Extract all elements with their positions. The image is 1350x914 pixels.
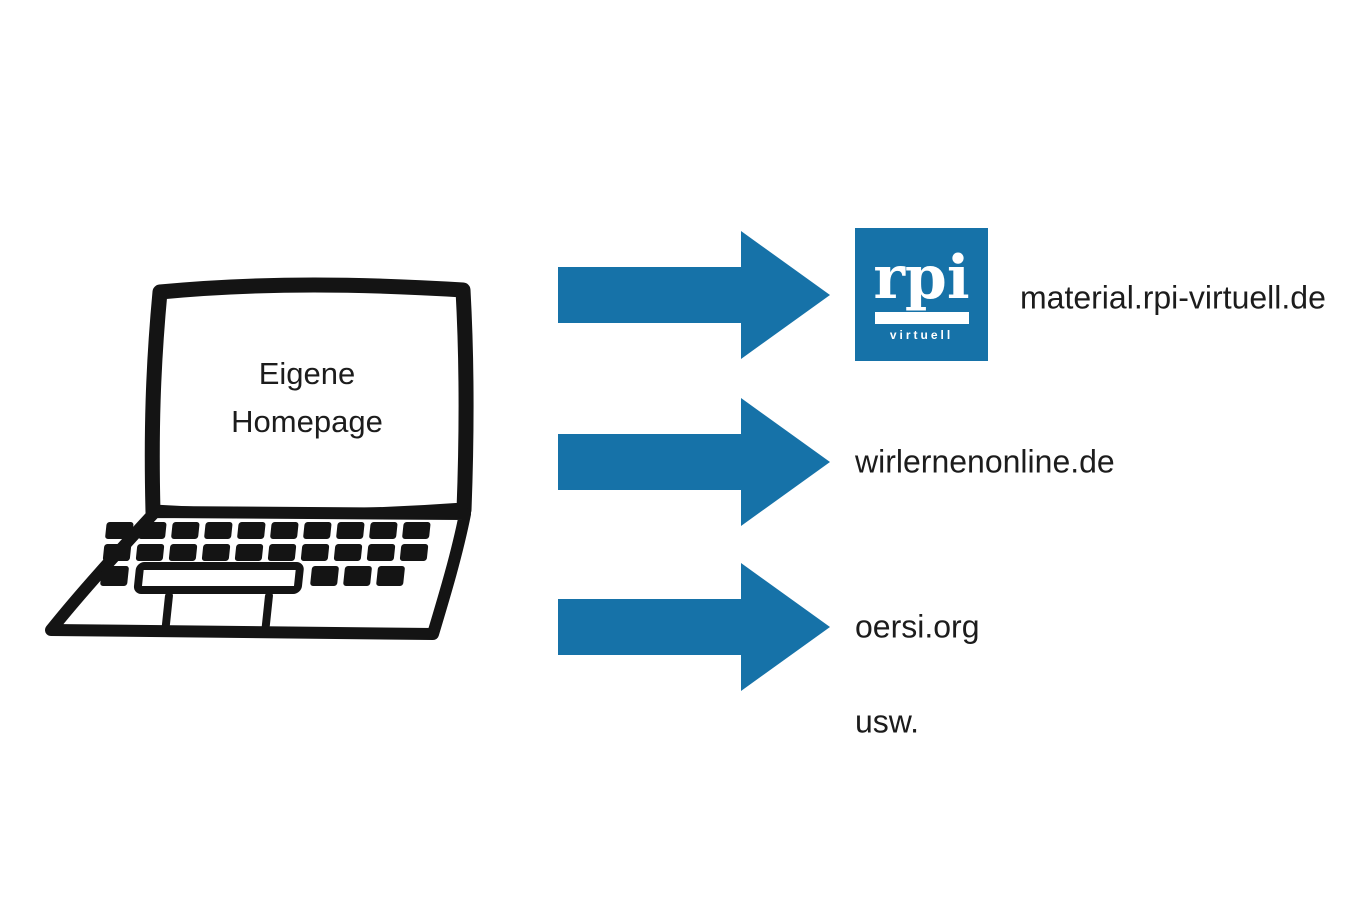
target-label-oersi: oersi.org	[855, 608, 980, 645]
arrow-icon-to-oersi	[558, 563, 830, 691]
laptop-front-dividers	[161, 592, 273, 630]
rpi-logo-bar	[874, 312, 969, 324]
rpi-logo-subtext: virtuell	[889, 328, 954, 342]
laptop-screen	[144, 277, 474, 524]
arrow-icon-to-rpi-virtuell	[558, 231, 830, 359]
arrow-icon-to-wirlernenonline	[558, 398, 830, 526]
rpi-virtuell-logo: rpi virtuell	[855, 228, 988, 361]
target-label-wirlernenonline: wirlernenonline.de	[855, 443, 1115, 480]
target-label-rpi-virtuell: material.rpi-virtuell.de	[1020, 279, 1326, 316]
laptop-screen-label-line1: Eigene	[259, 356, 356, 391]
laptop-screen-label-line2: Homepage	[231, 404, 383, 439]
laptop-icon: Eigene Homepage	[45, 277, 474, 640]
laptop-keyboard	[100, 522, 431, 630]
rpi-logo-text: rpi	[873, 243, 970, 313]
laptop-spacebar	[133, 562, 304, 594]
etc-label: usw.	[855, 703, 920, 740]
